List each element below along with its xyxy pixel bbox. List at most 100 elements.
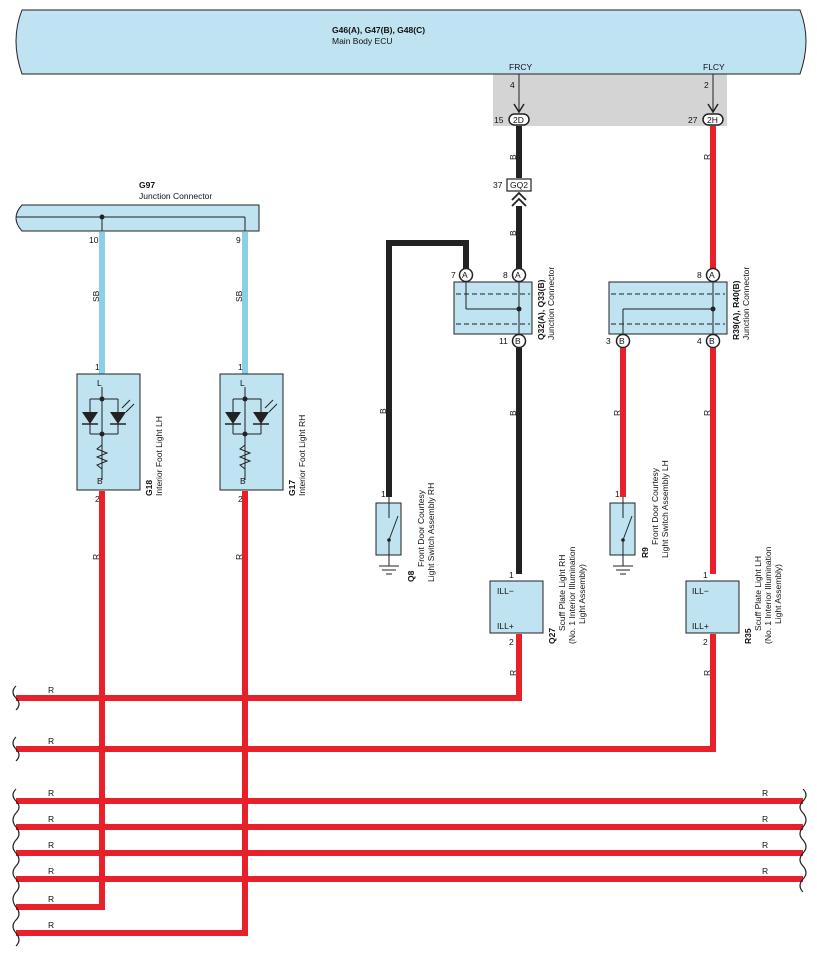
g17-pin-2: 2 — [238, 494, 243, 504]
r9-name-l1: Front Door Courtesy — [650, 467, 660, 545]
frcy-label: FRCY — [509, 62, 532, 72]
r39-junction-box — [608, 281, 728, 335]
g17-name: Interior Foot Light RH — [297, 415, 307, 496]
q32-conn-b: B — [515, 336, 521, 346]
q8-pin: 1 — [381, 489, 386, 499]
q8-name-l1: Front Door Courtesy — [416, 489, 426, 567]
wire-label-r10: R — [48, 840, 54, 850]
r39-conn-a: A — [709, 270, 715, 280]
q32-pin-11: 11 — [499, 336, 508, 346]
q32-conn-a1: A — [462, 270, 468, 280]
wire-label-r5: R — [48, 685, 54, 695]
right-continuation-marks — [799, 788, 807, 893]
q27-ill-plus: ILL+ — [497, 621, 514, 631]
r39-pin-8: 8 — [697, 270, 702, 280]
wire-label-r9: R — [48, 814, 54, 824]
g97-pin-10: 10 — [89, 235, 99, 245]
wire-label-r13: R — [762, 814, 768, 824]
r35-scuff-plate-light — [685, 580, 740, 634]
q32-code: Q32(A), Q33(B) — [536, 279, 546, 340]
g17-code: G17 — [287, 480, 297, 496]
q8-name-l2: Light Switch Assembly RH — [426, 483, 436, 582]
connector-2d-label: 2D — [513, 115, 524, 125]
g97-code: G97 — [139, 180, 155, 190]
connector-2h-num: 27 — [688, 115, 698, 125]
r9-door-switch — [609, 497, 636, 575]
wire-label-b2: B — [508, 230, 518, 236]
flcy-label: FLCY — [703, 62, 725, 72]
g17-term-l: L — [240, 378, 245, 388]
wire-black-q8 — [386, 240, 469, 497]
r35-code: R35 — [743, 628, 753, 644]
wire-label-r19: R — [48, 920, 54, 930]
q27-pin-2: 2 — [509, 637, 514, 647]
g97-name: Junction Connector — [139, 191, 212, 201]
wire-label-r1: R — [702, 154, 712, 160]
connector-2h-label: 2H — [707, 115, 718, 125]
frcy-pin: 4 — [510, 80, 515, 90]
wire-red-g17-return — [16, 491, 248, 936]
wire-label-sb1: SB — [91, 290, 101, 302]
r39-code: R39(A), R40(B) — [731, 280, 741, 340]
flcy-pin: 2 — [704, 80, 709, 90]
wire-label-sb2: SB — [234, 290, 244, 302]
q27-name-l3: Light Assembly) — [577, 564, 587, 624]
g18-pin-1: 1 — [95, 362, 100, 372]
gq2-pin: 37 — [493, 180, 503, 190]
wire-label-r11: R — [48, 866, 54, 876]
wire-label-r17: R — [48, 894, 54, 904]
wire-label-r6: R — [702, 670, 712, 676]
r9-code: R9 — [640, 547, 650, 558]
q27-ill-minus: ILL− — [497, 586, 514, 596]
wire-label-r12: R — [762, 788, 768, 798]
connector-2d — [508, 113, 530, 126]
q27-name-l1: Scuff Plate Light RH — [557, 555, 567, 631]
left-continuation-marks — [12, 685, 20, 947]
r35-ill-minus: ILL− — [692, 586, 709, 596]
wire-red-q27-return — [16, 634, 522, 701]
q27-scuff-plate-light — [489, 580, 544, 634]
r35-name-l3: Light Assembly) — [773, 564, 783, 624]
r35-name-l2: (No. 1 Interior Illumination — [763, 546, 773, 644]
q27-code: Q27 — [547, 628, 557, 644]
r35-pin-1: 1 — [703, 570, 708, 580]
q27-name-l2: (No. 1 Interior Illumination — [567, 546, 577, 644]
r39-conn-b1: B — [619, 336, 625, 346]
q8-door-switch — [375, 497, 402, 575]
r9-name-l2: Light Switch Assembly LH — [660, 460, 670, 558]
r35-pin-2: 2 — [703, 637, 708, 647]
wire-label-r15: R — [762, 866, 768, 876]
connector-2d-num: 15 — [494, 115, 504, 125]
g17-term-b: B — [240, 476, 246, 486]
main-body-ecu-box — [15, 9, 807, 75]
q27-pin-1: 1 — [509, 570, 514, 580]
wire-red-g18-return — [16, 491, 105, 910]
g18-name: Interior Foot Light LH — [154, 416, 164, 496]
wire-label-r7: R — [48, 736, 54, 746]
wire-label-r18: R — [234, 554, 244, 560]
wire-red-r35-return — [16, 634, 716, 752]
wire-label-r8: R — [48, 788, 54, 798]
wire-label-b4: B — [508, 410, 518, 416]
q32-pin-8: 8 — [503, 270, 508, 280]
g18-interior-foot-light: L B — [76, 373, 141, 491]
g17-pin-1: 1 — [238, 362, 243, 372]
g17-interior-foot-light: L B — [219, 373, 284, 491]
g97-junction-box — [15, 204, 260, 232]
g18-pin-2: 2 — [95, 494, 100, 504]
gq2-chevron — [511, 191, 527, 207]
wire-label-r3: R — [702, 410, 712, 416]
gq2-label: GQ2 — [510, 180, 528, 190]
g18-term-l: L — [97, 378, 102, 388]
r39-name: Junction Connector — [741, 267, 751, 340]
g18-code: G18 — [144, 480, 154, 496]
r39-conn-b2: B — [709, 336, 715, 346]
r9-pin: 1 — [615, 489, 620, 499]
gq2-connector — [506, 178, 532, 192]
connector-2h — [702, 113, 724, 126]
g18-term-b: B — [97, 476, 103, 486]
q32-conn-a2: A — [515, 270, 521, 280]
wire-label-r14: R — [762, 840, 768, 850]
wire-label-b3: B — [378, 408, 388, 414]
